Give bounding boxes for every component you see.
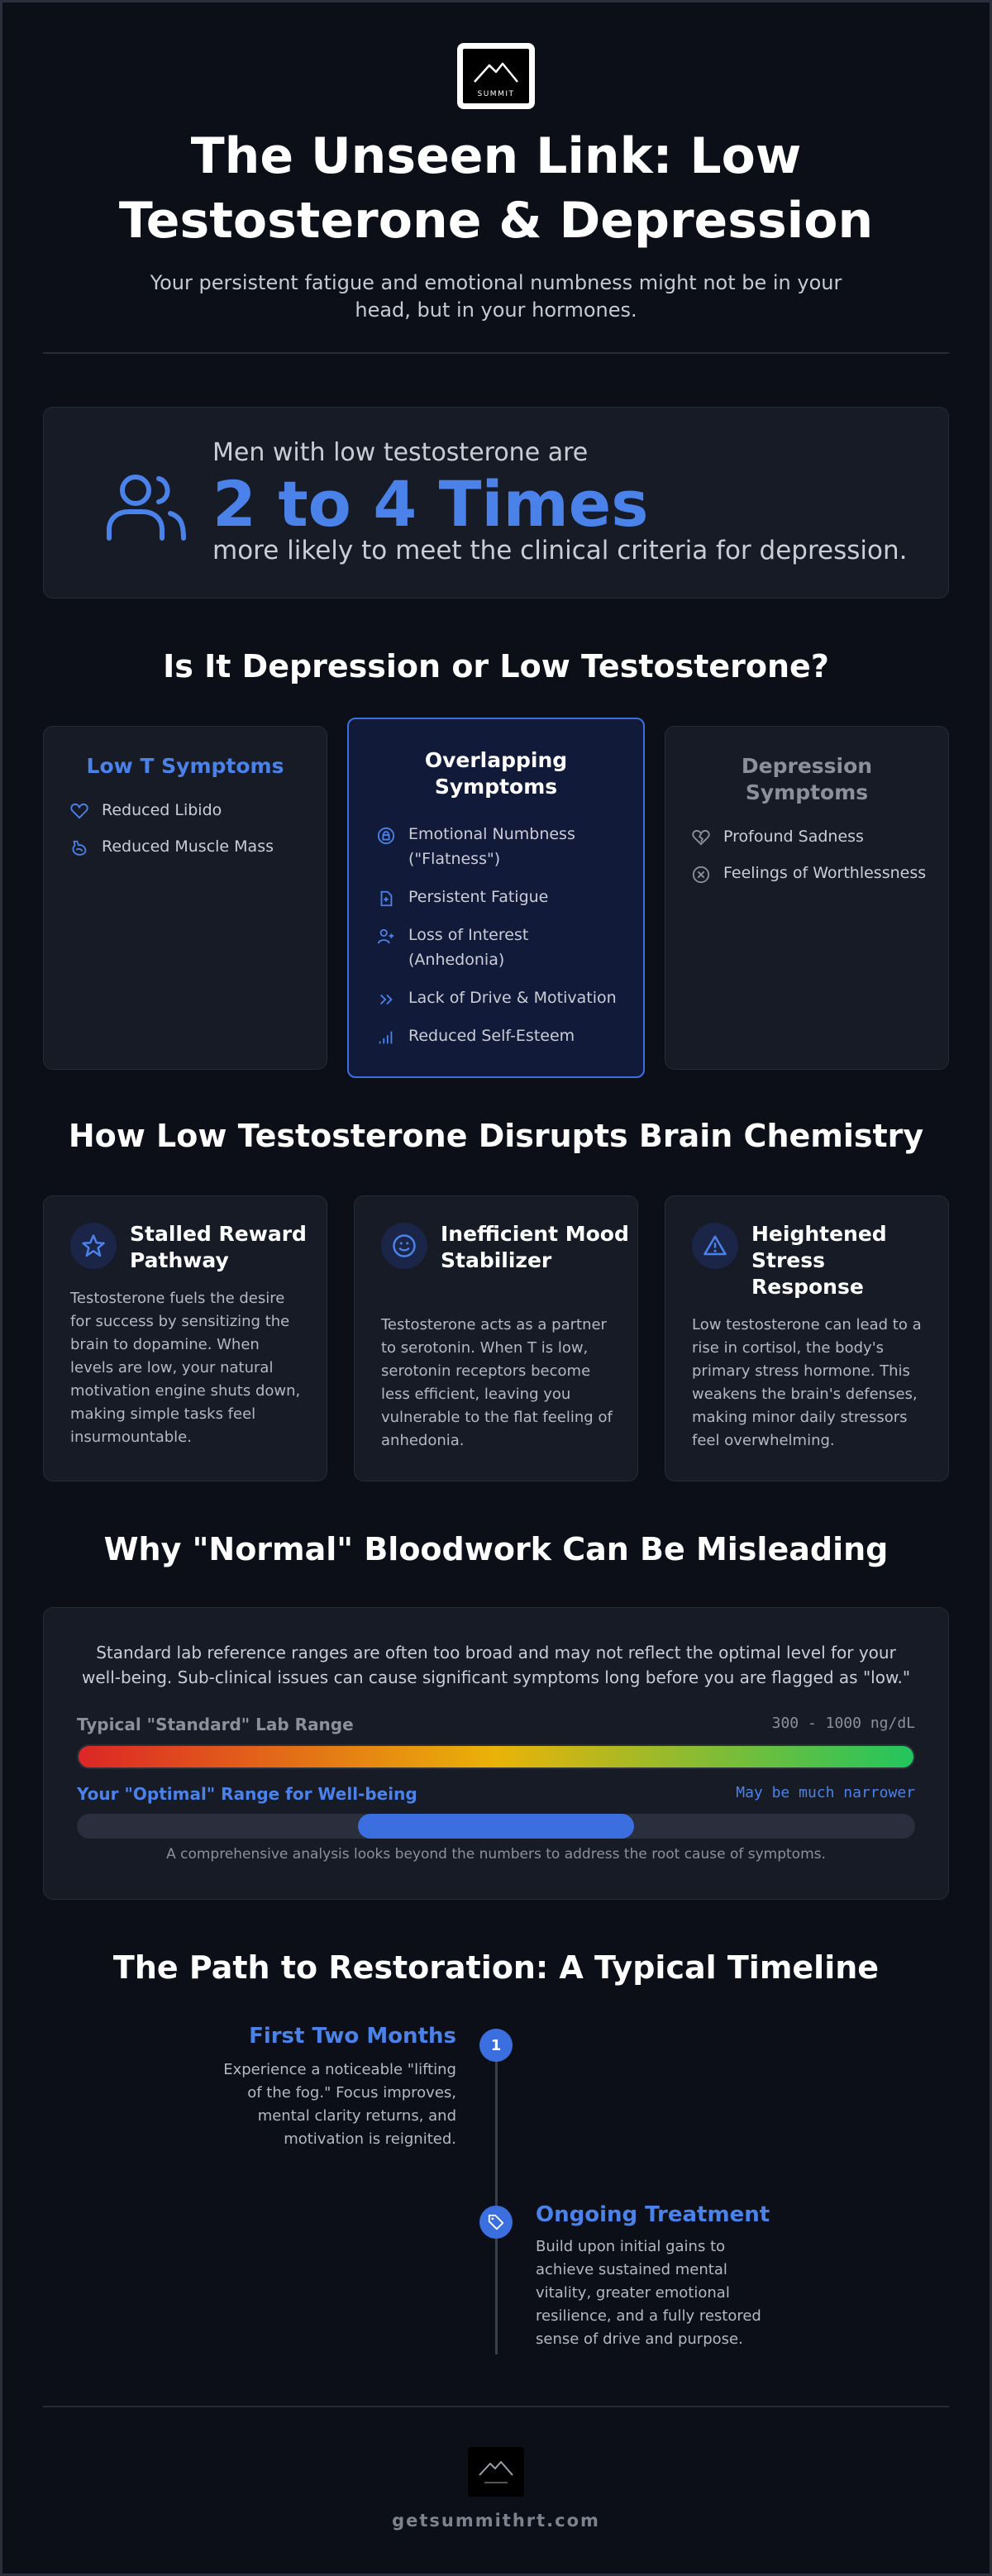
optimal-range-fill	[357, 1814, 635, 1839]
card-text: Testosterone fuels the desire for succes…	[70, 1290, 301, 1446]
card-title: Heightened Stress Response	[751, 1222, 887, 1299]
footer-url[interactable]: getsummithrt.com	[392, 2511, 600, 2531]
heart-icon	[70, 803, 88, 819]
list-item: Emotional Numbness ("Flatness")	[377, 822, 625, 871]
brain-title: How Low Testosterone Disrupts Brain Chem…	[68, 1118, 924, 1154]
brain-card-stress: Heightened Stress Response Low testoster…	[665, 1195, 949, 1481]
standard-range-value: 300 - 1000 ng/dL	[771, 1715, 915, 1732]
list-item: Reduced Muscle Mass	[70, 834, 274, 859]
timeline-step-text: Experience a noticeable "lifting of the …	[223, 2061, 456, 2148]
timeline-marker-2	[479, 2206, 513, 2239]
list-item: Feelings of Worthlessness	[692, 861, 926, 885]
timeline-step-title: Ongoing Treatment	[536, 2202, 770, 2227]
mountain-icon	[479, 2461, 513, 2483]
summit-logo: SUMMIT	[457, 43, 535, 109]
stat-posttext: more likely to meet the clinical criteri…	[212, 536, 908, 565]
standard-range-bar	[77, 1744, 915, 1769]
timeline-step-title: First Two Months	[249, 2024, 456, 2049]
symptoms-title: Is It Depression or Low Testosterone?	[163, 648, 829, 685]
overlap-card: Overlapping Symptoms Emotional Numbness …	[347, 718, 645, 1078]
footer-logo	[468, 2447, 524, 2497]
list-item: Persistent Fatigue	[377, 885, 625, 909]
chevrons-right-icon	[379, 994, 393, 1005]
users-icon	[107, 475, 186, 541]
x-circle-icon	[692, 866, 710, 884]
bloodwork-intro: Standard lab reference ranges are often …	[81, 1643, 911, 1687]
tag-icon	[488, 2214, 504, 2230]
timeline-title: The Path to Restoration: A Typical Timel…	[112, 1949, 880, 1986]
timeline-line	[495, 2044, 498, 2354]
stat-pretext: Men with low testosterone are	[212, 438, 589, 467]
optimal-range-label: Your "Optimal" Range for Well-being	[77, 1784, 417, 1804]
optimal-range-track	[77, 1814, 915, 1839]
overlap-title: Overlapping Symptoms	[424, 748, 568, 799]
mountain-icon	[474, 62, 518, 83]
list-item: Reduced Libido	[70, 798, 222, 823]
signal-icon	[379, 1031, 393, 1044]
depression-title: Depression Symptoms	[741, 754, 873, 804]
optimal-range-value: May be much narrower	[736, 1784, 915, 1801]
card-title: Inefficient Mood Stabilizer	[441, 1222, 629, 1272]
lock-face-icon	[377, 827, 395, 845]
star-icon	[82, 1234, 105, 1257]
stat-value: 2 to 4 Times	[212, 467, 649, 541]
bloodwork-title: Why "Normal" Bloodwork Can Be Misleading	[103, 1531, 889, 1567]
card-title: Stalled Reward Pathway	[130, 1222, 307, 1272]
low-t-card: Low T Symptoms Reduced Libido Reduced Mu…	[43, 726, 327, 1070]
list-item: Reduced Self-Esteem	[377, 1023, 625, 1048]
header-divider	[43, 352, 949, 354]
card-text: Low testosterone can lead to a rise in c…	[692, 1316, 922, 1449]
muscle-icon	[72, 840, 87, 856]
broken-heart-icon	[692, 829, 710, 846]
card-text: Testosterone acts as a partner to seroto…	[381, 1316, 613, 1449]
logo-text: SUMMIT	[477, 90, 515, 98]
page-title: The Unseen Link: Low Testosterone & Depr…	[118, 127, 874, 250]
list-item: Profound Sadness	[692, 824, 864, 849]
depression-card: Depression Symptoms Profound Sadness Fee…	[665, 726, 949, 1070]
warning-icon	[703, 1235, 727, 1256]
user-plus-icon	[377, 928, 394, 944]
standard-range-label: Typical "Standard" Lab Range	[77, 1715, 354, 1734]
page-subtitle: Your persistent fatigue and emotional nu…	[150, 271, 842, 322]
low-t-title: Low T Symptoms	[86, 754, 284, 778]
timeline-marker-1: 1	[479, 2029, 513, 2062]
timeline-step-text: Build upon initial gains to achieve sust…	[536, 2238, 761, 2348]
bloodwork-note: A comprehensive analysis looks beyond th…	[166, 1846, 826, 1863]
list-item: Lack of Drive & Motivation	[377, 985, 625, 1010]
footer-divider	[43, 2406, 949, 2407]
brain-card-mood: Inefficient Mood Stabilizer Testosterone…	[354, 1195, 638, 1481]
battery-icon	[380, 890, 393, 907]
list-item: Loss of Interest (Anhedonia)	[377, 923, 625, 972]
stat-card	[43, 407, 949, 599]
smile-icon	[393, 1234, 416, 1257]
brain-card-reward: Stalled Reward Pathway Testosterone fuel…	[43, 1195, 327, 1481]
